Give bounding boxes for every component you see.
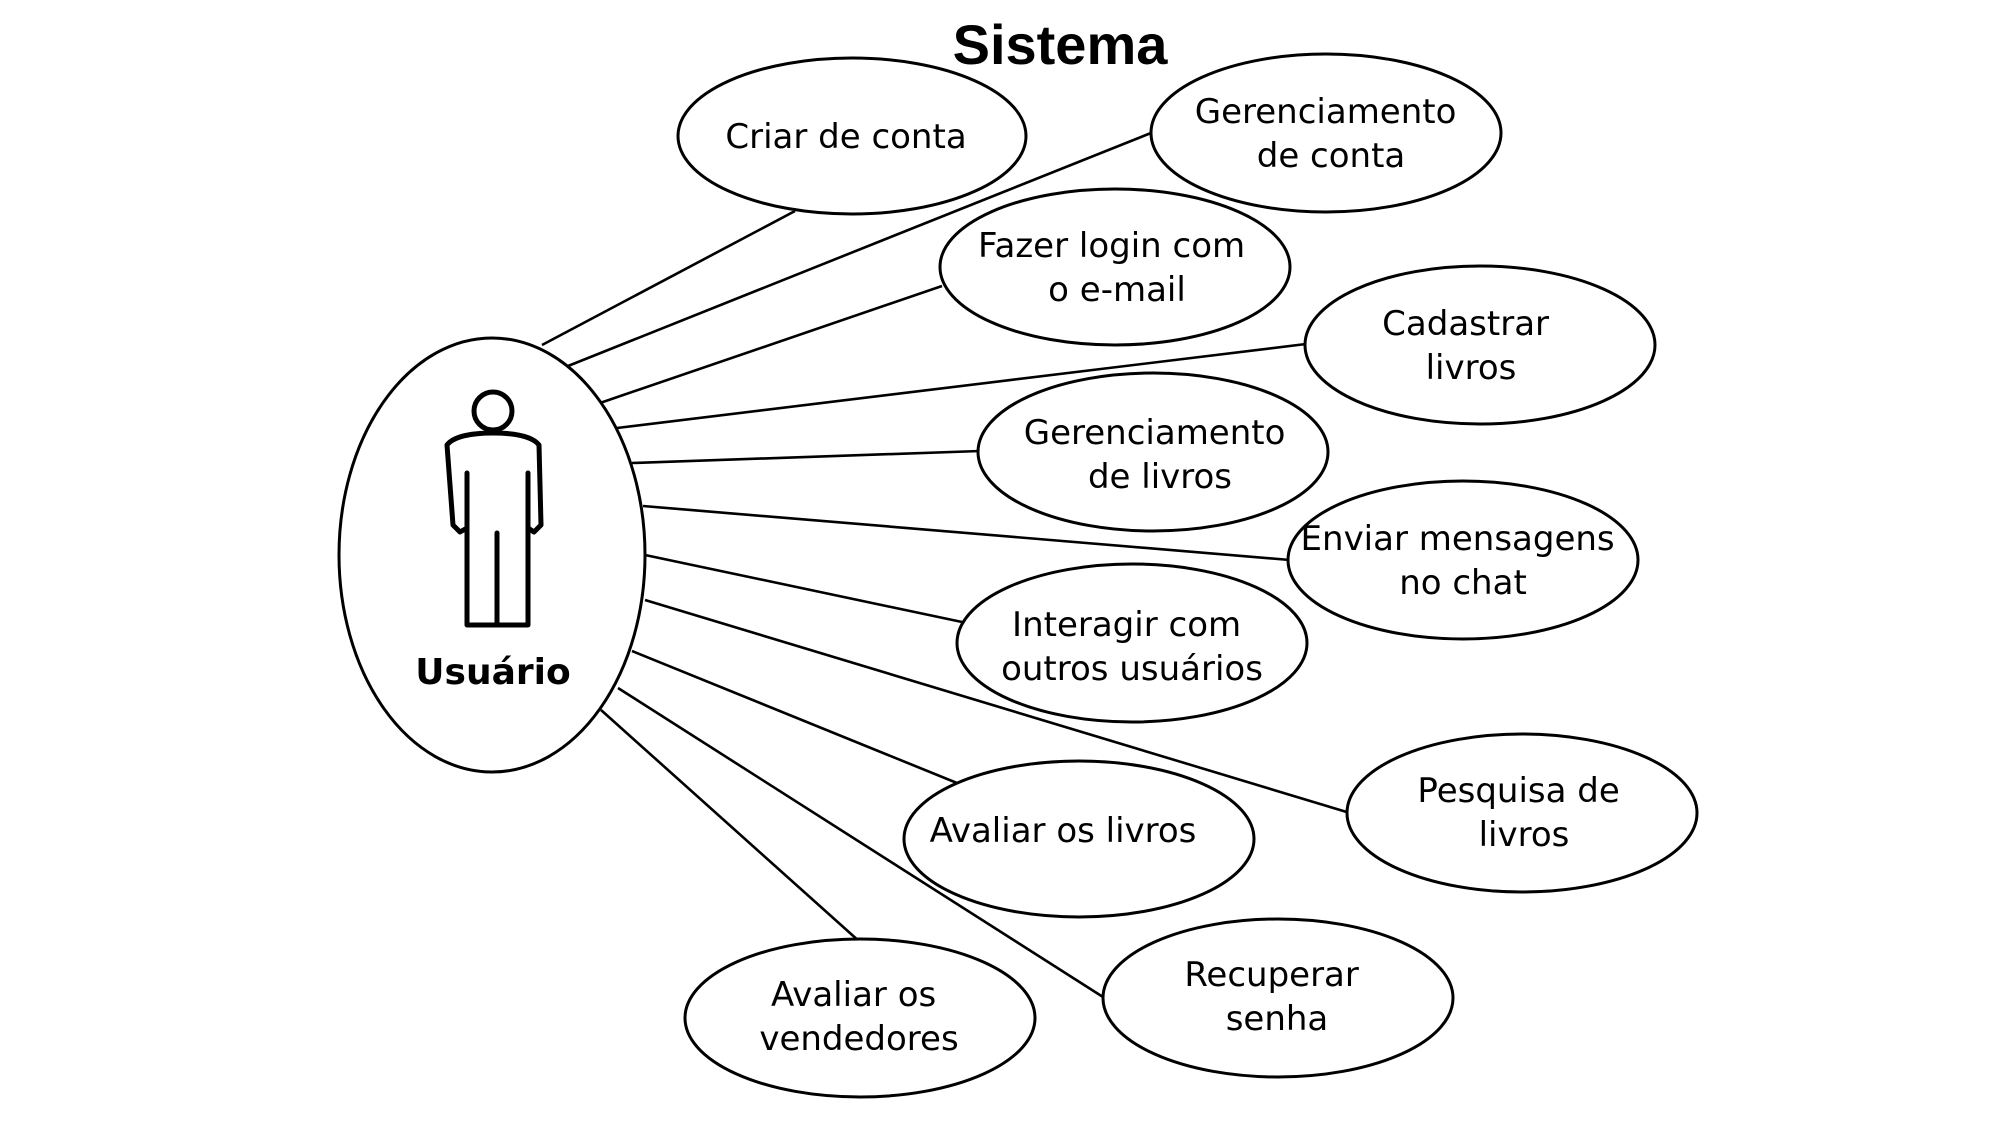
use-case-label: Gerenciamento de livros xyxy=(1024,413,1296,497)
use-case-cadastrar-livros: Cadastrar livros xyxy=(1303,264,1657,426)
use-case-label: Avaliar os vendedores xyxy=(759,975,958,1059)
use-case-pesquisa-livros: Pesquisa de livros xyxy=(1345,732,1699,894)
association-enviar-mensagens xyxy=(642,504,1291,562)
use-case-gerenciamento-conta: Gerenciamento de conta xyxy=(1149,52,1503,214)
association-criar-conta xyxy=(541,209,796,347)
association-avaliar-livros xyxy=(631,649,958,785)
use-case-label: Interagir com outros usuários xyxy=(1001,605,1263,689)
associations xyxy=(541,131,1351,999)
use-case-enviar-mensagens: Enviar mensagens no chat xyxy=(1286,479,1640,641)
use-case-interagir-usuarios: Interagir com outros usuários xyxy=(955,562,1309,724)
use-case-login-email: Fazer login com o e-mail xyxy=(938,187,1292,347)
person-icon xyxy=(444,389,544,628)
association-avaliar-vendedores xyxy=(600,709,861,943)
use-case-avaliar-livros: Avaliar os livros xyxy=(902,759,1256,919)
use-case-label: Cadastrar livros xyxy=(1382,304,1560,388)
use-case-avaliar-vendedores: Avaliar os vendedores xyxy=(683,937,1037,1099)
use-case-criar-conta: Criar de conta xyxy=(676,56,1028,216)
use-case-label: Gerenciamento de conta xyxy=(1195,92,1467,176)
use-case-label: Pesquisa de livros xyxy=(1417,771,1630,855)
use-case-label: Enviar mensagens no chat xyxy=(1301,519,1626,603)
system-title: Sistema xyxy=(953,13,1169,76)
association-interagir-usuarios xyxy=(644,553,963,624)
use-case-label: Criar de conta xyxy=(725,117,966,157)
actor-boundary xyxy=(337,336,647,774)
use-case-recuperar-senha: Recuperar senha xyxy=(1101,917,1455,1079)
association-login-email xyxy=(599,284,943,405)
actor-label: Usuário xyxy=(415,652,570,693)
use-case-label: Fazer login com o e-mail xyxy=(978,226,1256,310)
association-recuperar-senha xyxy=(617,686,1104,999)
use-case-label: Recuperar senha xyxy=(1184,955,1369,1039)
association-pesquisa-livros xyxy=(644,598,1351,815)
association-cadastrar-livros xyxy=(616,342,1307,430)
use-case-label: Avaliar os livros xyxy=(930,811,1197,851)
association-gerenciamento-conta xyxy=(567,131,1152,368)
use-case-gerenciamento-livros: Gerenciamento de livros xyxy=(976,371,1330,533)
association-gerenciamento-livros xyxy=(631,449,981,465)
